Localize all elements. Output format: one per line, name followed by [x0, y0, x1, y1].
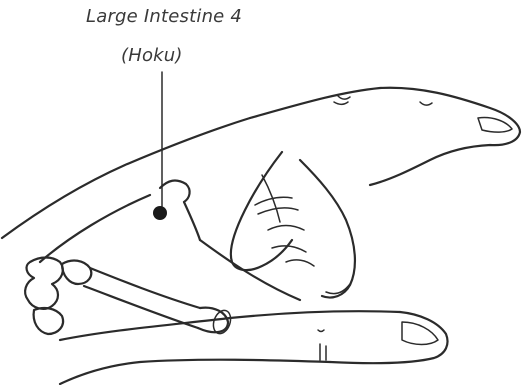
carpal-bone — [34, 308, 63, 334]
acupoint-label-alias: (Hoku) — [121, 45, 183, 66]
index-finger-top — [250, 88, 520, 185]
acupoint-label-name: Large Intestine 4 — [86, 6, 242, 27]
fingernail-curled — [326, 284, 350, 294]
finger-crease — [268, 226, 304, 231]
finger-crease — [272, 246, 306, 252]
finger-crease — [286, 260, 314, 266]
palm-lower-contour — [60, 360, 330, 384]
thumb-bone-shaft-upper — [90, 268, 200, 308]
thumb-nail — [402, 322, 438, 345]
forearm-upper-contour — [2, 118, 250, 238]
thumb-tip — [330, 312, 448, 363]
carpal-bones — [25, 258, 63, 309]
thumb-bone-shaft-lower — [84, 286, 198, 328]
thumb-metacarpal-upper — [40, 195, 150, 262]
curled-finger-outer — [231, 152, 292, 270]
acupoint-marker — [153, 206, 167, 220]
hand-back-edge — [184, 202, 200, 240]
bone-knob — [160, 181, 190, 202]
knuckle-crease — [334, 102, 348, 104]
thumb-crease — [318, 330, 324, 332]
curled-finger-middle — [300, 160, 355, 298]
carpal-bone — [62, 261, 91, 284]
knuckle-crease — [420, 102, 432, 105]
index-fingernail — [478, 118, 512, 133]
knuckle-crease — [338, 96, 350, 99]
